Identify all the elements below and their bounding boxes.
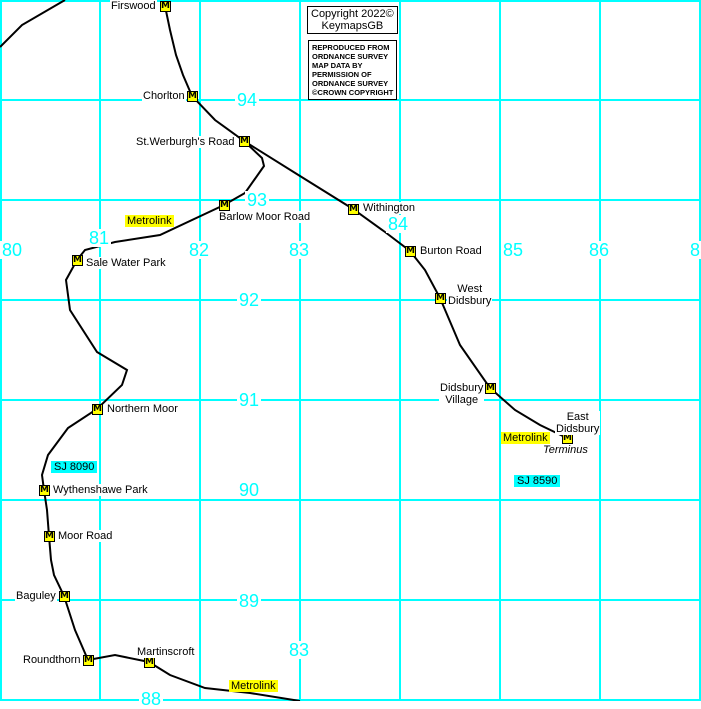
reproduced-notice: REPRODUCED FROM ORDNANCE SURVEY MAP DATA… <box>308 40 398 100</box>
easting-label: 84 <box>386 214 411 234</box>
metro-station-icon[interactable]: M <box>219 200 230 211</box>
metrolink-lines <box>0 0 568 701</box>
metro-station-icon[interactable]: M <box>39 485 50 496</box>
notice-line: REPRODUCED FROM <box>312 43 390 52</box>
station-label: Roundthorn <box>22 654 82 666</box>
metro-station-icon[interactable]: M <box>348 204 359 215</box>
station-label: Northern Moor <box>106 403 179 415</box>
station-label: Moor Road <box>57 530 114 542</box>
station-label: Sale Water Park <box>85 257 167 269</box>
station-label: Burton Road <box>419 245 483 257</box>
station-label: St.Werburgh's Road <box>135 136 236 148</box>
metrolink-label: Metrolink <box>501 432 550 444</box>
metro-station-icon[interactable]: M <box>44 531 55 542</box>
notice-line: ORDNANCE SURVEY <box>312 79 389 88</box>
northing-label: 94 <box>235 90 260 110</box>
station-label-line: Didsbury <box>556 423 600 435</box>
station-label: Barlow Moor Road <box>218 211 312 223</box>
metro-station-icon[interactable]: M <box>405 246 416 257</box>
station-label-line: West <box>457 283 483 295</box>
northing-label: 91 <box>237 390 262 410</box>
easting-label: 85 <box>501 240 526 260</box>
station-label: Martinscroft <box>136 646 196 658</box>
easting-label: 81 <box>87 228 112 248</box>
metrolink-label: Metrolink <box>125 215 174 227</box>
notice-line: PERMISSION OF <box>312 70 372 79</box>
station-label: Firswood <box>110 0 157 12</box>
metrolink-label: Metrolink <box>229 680 278 692</box>
easting-label: 80 <box>0 240 25 260</box>
copyright-line: Copyright 2022© <box>311 8 394 20</box>
line-airport <box>40 140 301 701</box>
metro-station-icon[interactable]: M <box>485 383 496 394</box>
station-label-line: Village <box>445 394 479 406</box>
metro-station-icon[interactable]: M <box>144 657 155 668</box>
station-label: Withington <box>362 202 416 214</box>
metro-station-icon[interactable]: M <box>160 1 171 12</box>
notice-line: ©CROWN COPYRIGHT <box>312 88 394 97</box>
easting-label: 83 <box>287 240 312 260</box>
station-label-line: East <box>566 411 589 423</box>
copyright-owner: KeymapsGB <box>321 20 384 32</box>
metro-station-icon[interactable]: M <box>83 655 94 666</box>
station-label: Chorlton <box>142 90 186 102</box>
terminus-label: Terminus <box>543 444 588 456</box>
northing-label: 90 <box>237 480 262 500</box>
northing-label: 92 <box>237 290 262 310</box>
easting-label: 8 <box>688 240 701 260</box>
station-label-line: Didsbury <box>440 382 484 394</box>
station-label-line: Didsbury <box>448 295 492 307</box>
notice-line: ORDNANCE SURVEY <box>312 52 389 61</box>
notice-line: MAP DATA BY <box>312 61 363 70</box>
grid-ref-label: SJ 8590 <box>514 475 561 487</box>
northing-label: 89 <box>237 591 262 611</box>
northing-label: 88 <box>139 689 164 709</box>
station-label: Baguley <box>15 590 57 602</box>
easting-label: 82 <box>187 240 212 260</box>
northing-label: 93 <box>245 190 270 210</box>
station-label: Wythenshawe Park <box>52 484 149 496</box>
easting-label: 83 <box>287 640 312 660</box>
line-top-left <box>0 0 66 48</box>
metro-station-icon[interactable]: M <box>187 91 198 102</box>
metro-station-icon[interactable]: M <box>59 591 70 602</box>
grid-ref-label: SJ 8090 <box>51 461 98 473</box>
metro-station-icon[interactable]: M <box>92 404 103 415</box>
copyright-box: Copyright 2022© KeymapsGB <box>307 6 398 34</box>
metro-station-icon[interactable]: M <box>435 293 446 304</box>
metro-station-icon[interactable]: M <box>72 255 83 266</box>
metro-station-icon[interactable]: M <box>239 136 250 147</box>
easting-label: 86 <box>587 240 612 260</box>
